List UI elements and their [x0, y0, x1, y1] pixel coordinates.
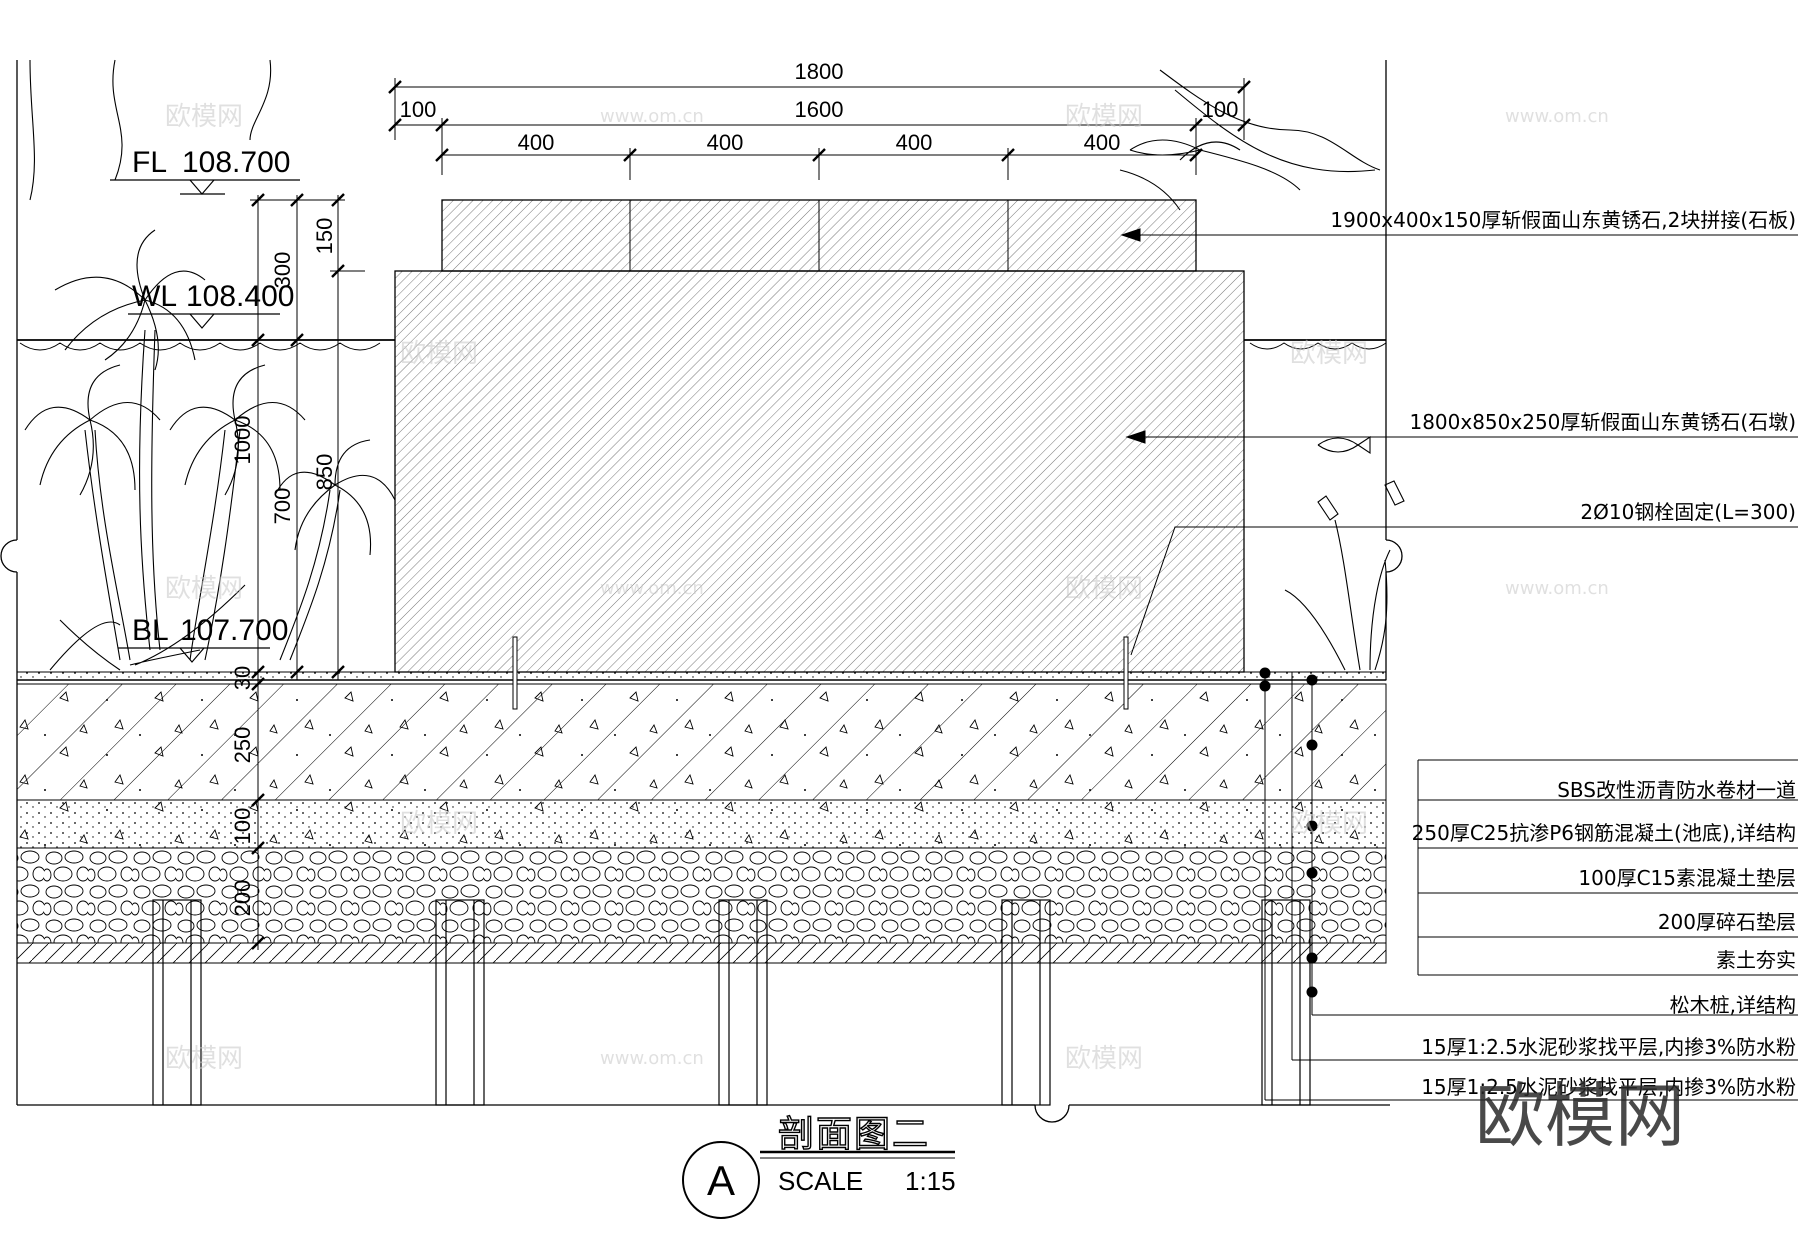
fl-tag: FL	[132, 146, 167, 179]
dim-v-850: 850	[312, 454, 337, 491]
dim-seg-1: 400	[518, 130, 555, 155]
dim-seg-3: 400	[896, 130, 933, 155]
dim-offset-left: 100	[400, 97, 437, 122]
bolt-right	[1123, 636, 1129, 710]
stone-assembly	[394, 199, 1245, 710]
layer-note-5: 素土夯实	[1716, 948, 1796, 972]
watermark-brand: 欧模网	[1290, 339, 1368, 369]
watermark-brand: 欧模网	[1065, 102, 1143, 132]
dim-overall: 1800	[795, 59, 844, 84]
dim-v-30: 30	[230, 666, 255, 690]
wl-tag: WL	[132, 280, 177, 313]
leader-dots	[1259, 667, 1318, 998]
watermark-brand: 欧模网	[165, 1044, 243, 1074]
layer-note-8: 15厚1:2.5水泥砂浆找平层,内掺3%防水粉	[1421, 1075, 1796, 1099]
watermark-brand: 欧模网	[1290, 809, 1368, 839]
fl-value: 108.700	[182, 146, 290, 179]
layer-note-7: 15厚1:2.5水泥砂浆找平层,内掺3%防水粉	[1421, 1035, 1796, 1059]
layer-note-1: SBS改性沥青防水卷材一道	[1557, 778, 1796, 802]
watermark-brand: 欧模网	[1065, 574, 1143, 604]
watermark-url: www.om.cn	[1505, 578, 1609, 599]
bl-value: 107.700	[180, 614, 288, 647]
top-dimension-chain	[388, 78, 1251, 180]
dim-v-200: 200	[230, 880, 255, 917]
watermark-brand: 欧模网	[165, 574, 243, 604]
compacted-soil-layer	[16, 942, 1387, 964]
section-name: 剖面图二	[778, 1114, 930, 1155]
watermark-brand: 欧模网	[1065, 1044, 1143, 1074]
watermark-url: www.om.cn	[600, 578, 704, 599]
dim-v-100: 100	[230, 808, 255, 845]
section-symbol-circle	[682, 1141, 760, 1219]
dim-inner: 1600	[795, 97, 844, 122]
ground-layers	[16, 671, 1387, 1106]
pine-piles	[152, 899, 1311, 1106]
watermark-brand: 欧模网	[400, 809, 478, 839]
gravel-layer	[16, 847, 1387, 944]
watermark-brand: 欧模网	[400, 339, 478, 369]
wl-value: 108.400	[186, 280, 294, 313]
section-title-block: A 剖面图二 SCALE 1:15	[682, 1113, 956, 1219]
dim-seg-2: 400	[707, 130, 744, 155]
dim-v-250: 250	[230, 727, 255, 764]
watermark-url: www.om.cn	[1505, 106, 1609, 127]
bolt-left	[512, 636, 518, 710]
dim-v-1000: 1000	[230, 416, 255, 465]
bl-tag: BL	[132, 614, 169, 647]
scale-label: SCALE	[778, 1166, 863, 1196]
watermark-brand: 欧模网	[165, 102, 243, 132]
layer-note-2: 250厚C25抗渗P6钢筋混凝土(池底),详结构	[1412, 821, 1796, 845]
dim-offset-right: 100	[1202, 97, 1239, 122]
vertical-dimension-lines	[250, 193, 365, 950]
layer-note-6: 松木桩,详结构	[1670, 993, 1796, 1017]
dim-v-150: 150	[312, 218, 337, 255]
layer-note-4: 200厚碎石垫层	[1658, 910, 1796, 934]
scale-value: 1:15	[905, 1166, 956, 1196]
note-stone-pier: 1800x850x250厚斩假面山东黄锈石(石墩)	[1409, 410, 1796, 434]
water-surface	[17, 339, 1387, 351]
note-bolt: 2Ø10钢栓固定(L=300)	[1580, 500, 1796, 524]
watermark-url: www.om.cn	[600, 106, 704, 127]
watermark-brand-large: 欧模网	[1475, 1075, 1685, 1157]
note-stone-slab: 1900x400x150厚斩假面山东黄锈石,2块拼接(石板)	[1330, 208, 1796, 232]
plants-left	[24, 59, 396, 671]
note-leaders	[1120, 228, 1798, 1101]
watermarks: 欧模网 www.om.cn 欧模网 www.om.cn 欧模网 欧模网 欧模网 …	[165, 102, 1685, 1157]
plants-right	[1119, 69, 1405, 671]
layer-note-3: 100厚C15素混凝土垫层	[1578, 866, 1796, 890]
dim-seg-4: 400	[1084, 130, 1121, 155]
level-markers	[110, 179, 300, 663]
watermark-url: www.om.cn	[600, 1048, 704, 1069]
stone-pier	[394, 270, 1245, 673]
dim-v-700: 700	[270, 488, 295, 525]
section-symbol: A	[707, 1157, 735, 1204]
dim-v-300: 300	[270, 252, 295, 289]
